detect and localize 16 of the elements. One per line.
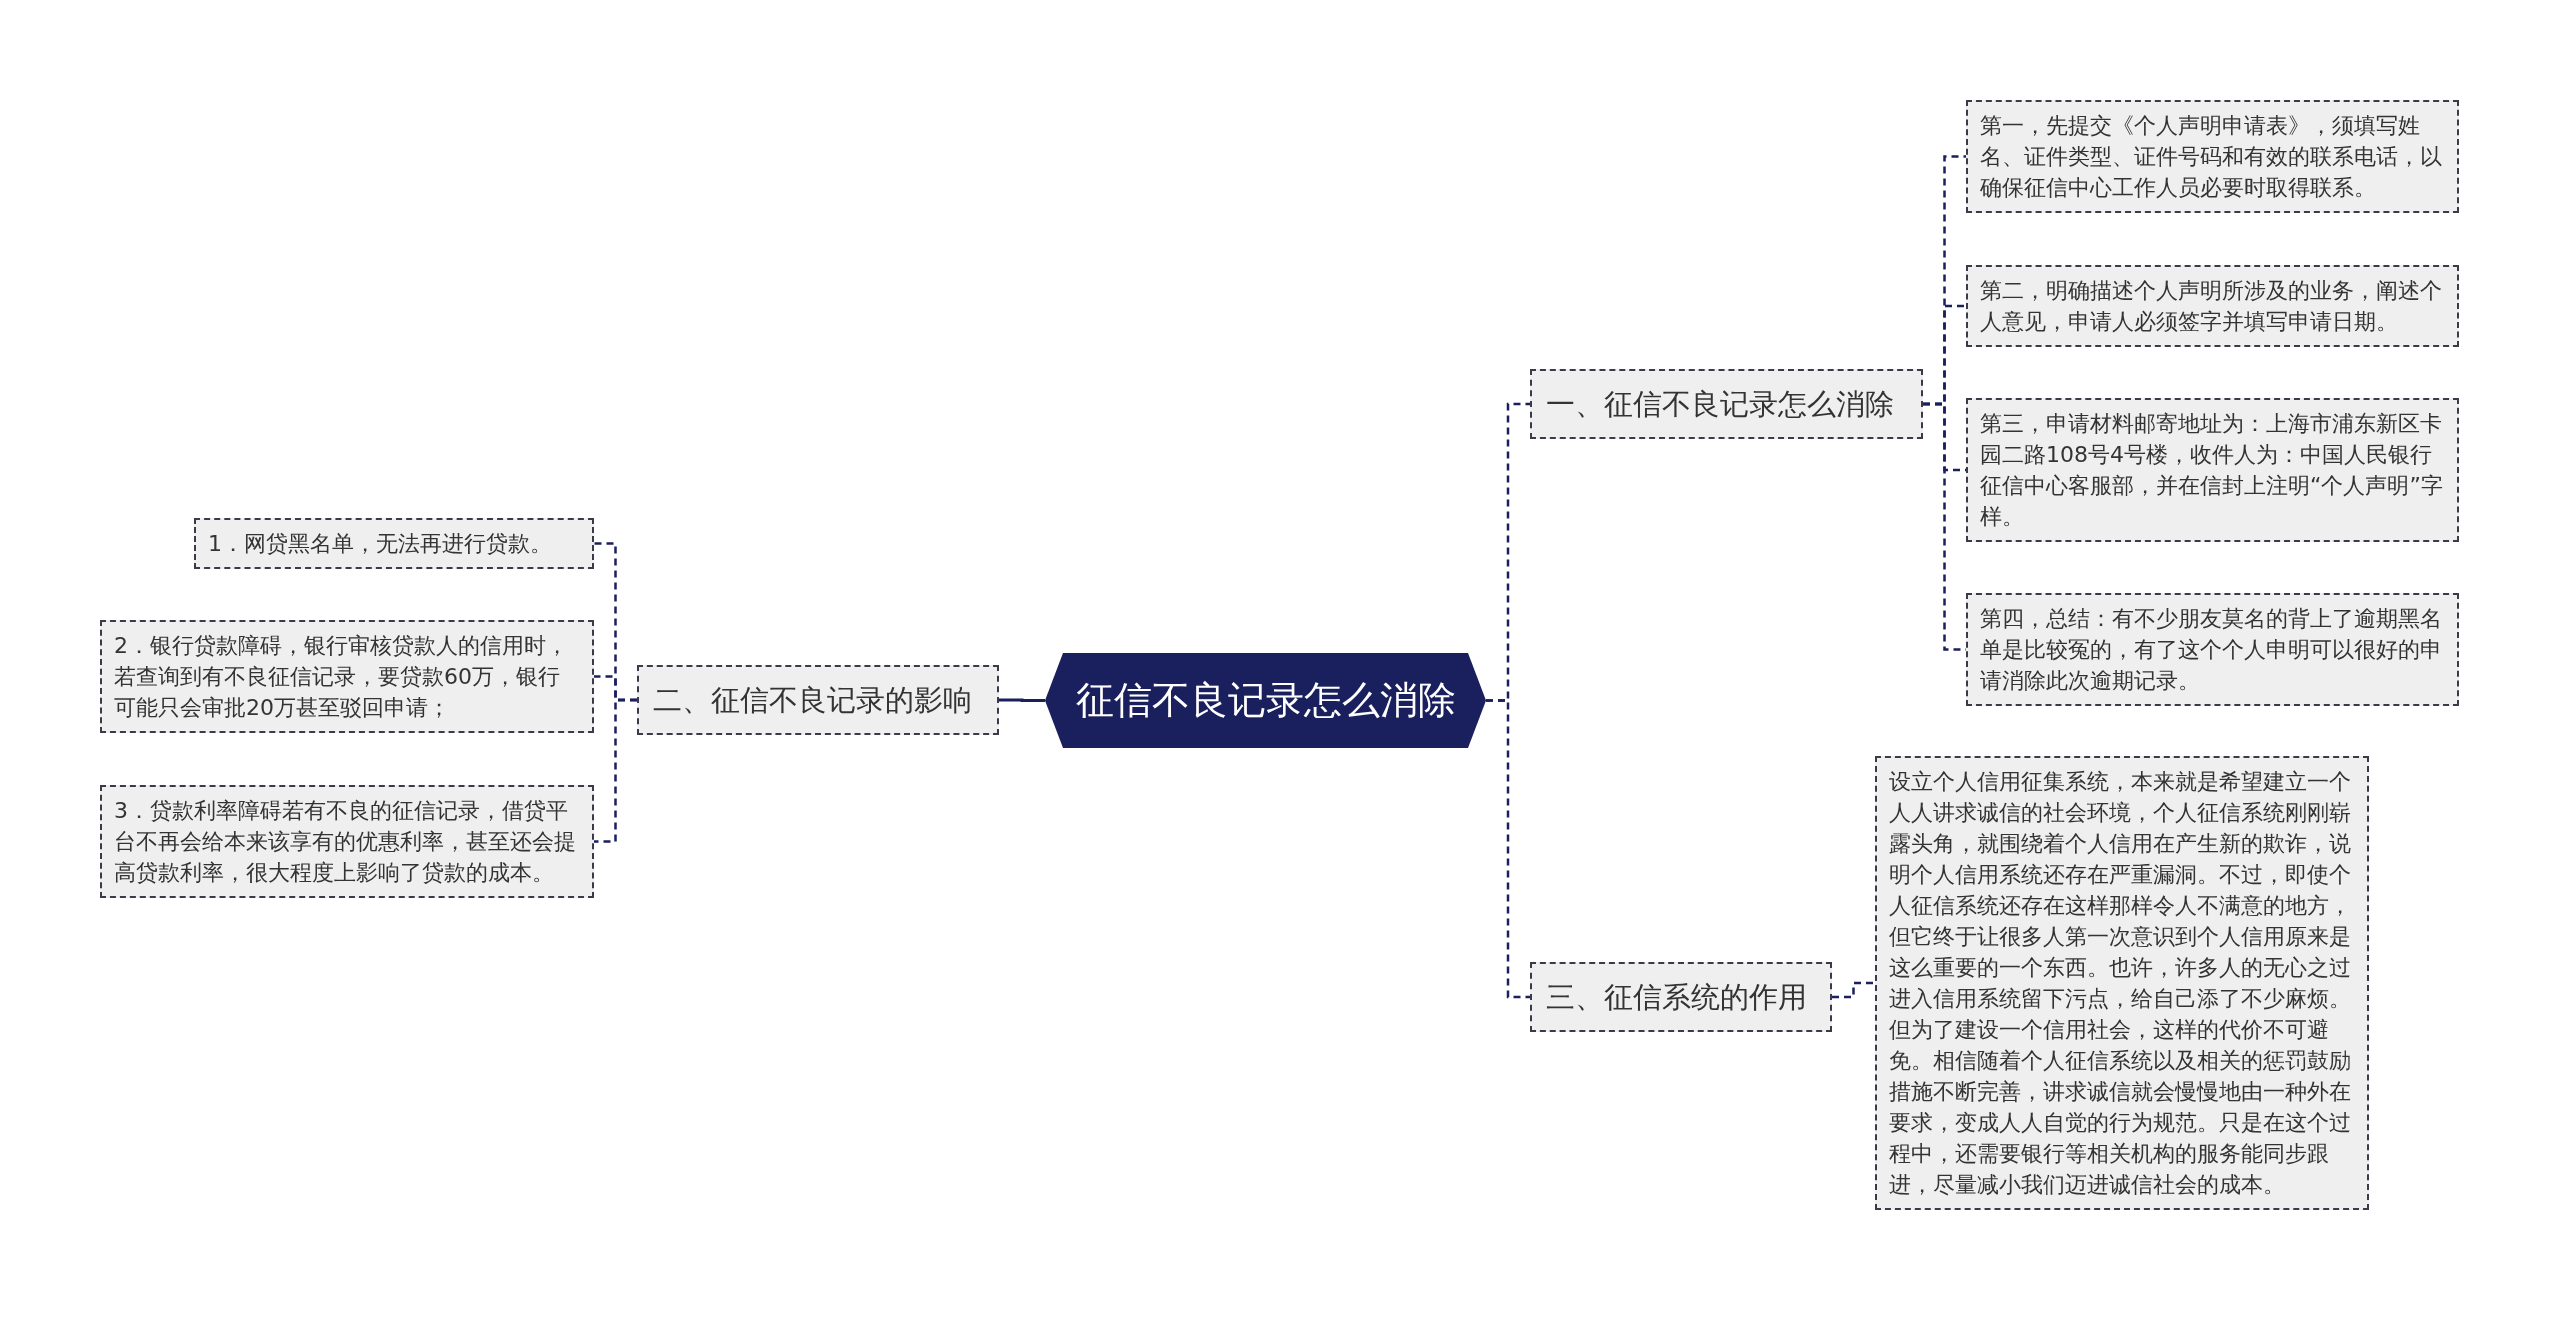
connector [1486,699,1530,999]
branch-box: 二、征信不良记录的影响 [637,665,999,735]
note-box: 设立个人信用征集系统，本来就是希望建立一个人人讲求诚信的社会环境，个人征信系统刚刚崭露头角，就围绕着个人信用在产生新的欺诈，说明个人信用系统还存在严重漏洞。不过，即使个人征信系统还存在这样那样令人不满意的地方，但它终于让很多人第一次意识到个人信用原来是这么重要的一个东西。也许，许多人的无心之过进入信用系统留下污点，给自己添了不少麻烦。但为了建设一个信用社会，这样的代价不可避免。相信随着个人征信系统以及相关的惩罚鼓励措施不断完善，讲求诚信就会慢慢地由一种外在要求，变成人人自觉的行为规范。只是在这个过程中，还需要银行等相关机构的服务能同步跟进，尽量减小我们迈进诚信社会的成本。 [1875,756,2369,1210]
topic-hexagon: 征信不良记录怎么消除 [1045,653,1486,748]
branch-box: 一、征信不良记录怎么消除 [1530,369,1923,439]
note-box: 第一，先提交《个人声明申请表》，须填写姓名、证件类型、证件号码和有效的联系电话，以确保征信中心工作人员必要时取得联系。 [1966,100,2459,213]
branch-box: 三、征信系统的作用 [1530,962,1832,1032]
note-box: 第二，明确描述个人声明所涉及的业务，阐述个人意见，申请人必须签字并填写申请日期。 [1966,265,2459,347]
note-box: 第三，申请材料邮寄地址为：上海市浦东新区卡园二路108号4号楼，收件人为：中国人民银行征信中心客服部，并在信封上注明“个人声明”字样。 [1966,398,2459,542]
connector [999,698,1045,702]
note-box: 3．贷款利率障碍若有不良的征信记录，借贷平台不再会给本来该享有的优惠利率，甚至还会提高贷款利率，很大程度上影响了贷款的成本。 [100,785,594,898]
note-box: 第四，总结：有不少朋友莫名的背上了逾期黑名单是比较冤的，有了这个个人申明可以很好的申请消除此次逾期记录。 [1966,593,2459,706]
connector [1832,981,1875,999]
note-box: 1．网贷黑名单，无法再进行贷款。 [194,518,594,569]
note-box: 2．银行贷款障碍，银行审核贷款人的信用时，若查询到有不良征信记录，要贷款60万，银行可能只会审批20万甚至驳回申请； [100,620,594,733]
connector [594,698,637,843]
